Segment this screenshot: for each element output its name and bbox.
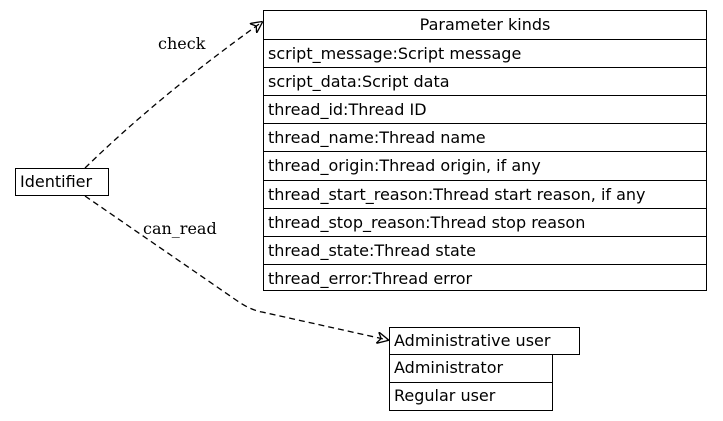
edge-label-can-read: can_read bbox=[143, 219, 217, 238]
user-item: Administrator bbox=[389, 355, 553, 383]
parameter-kinds-node: Parameter kinds script_message:Script me… bbox=[263, 10, 707, 291]
parameter-kind-item: thread_start_reason:Thread start reason,… bbox=[264, 179, 706, 208]
parameter-kind-item: thread_stop_reason:Thread stop reason bbox=[264, 207, 706, 236]
parameter-kind-item: thread_state:Thread state bbox=[264, 235, 706, 264]
parameter-kind-item: thread_id:Thread ID bbox=[264, 95, 706, 123]
users-node: Administrative user Administrator Regula… bbox=[389, 327, 580, 411]
users-title: Administrative user bbox=[389, 327, 580, 355]
identifier-label: Identifier bbox=[20, 172, 93, 191]
parameter-kind-item: script_data:Script data bbox=[264, 67, 706, 95]
parameter-kind-item: thread_name:Thread name bbox=[264, 123, 706, 151]
parameter-kind-item: script_message:Script message bbox=[264, 39, 706, 67]
parameter-kind-item: thread_origin:Thread origin, if any bbox=[264, 151, 706, 179]
parameter-kinds-title: Parameter kinds bbox=[419, 15, 551, 34]
edge-can-read bbox=[84, 195, 388, 340]
user-item: Regular user bbox=[389, 383, 553, 411]
edge-label-check: check bbox=[158, 34, 206, 53]
identifier-node: Identifier bbox=[15, 168, 109, 196]
parameter-kind-item: thread_error:Thread error bbox=[264, 263, 706, 292]
